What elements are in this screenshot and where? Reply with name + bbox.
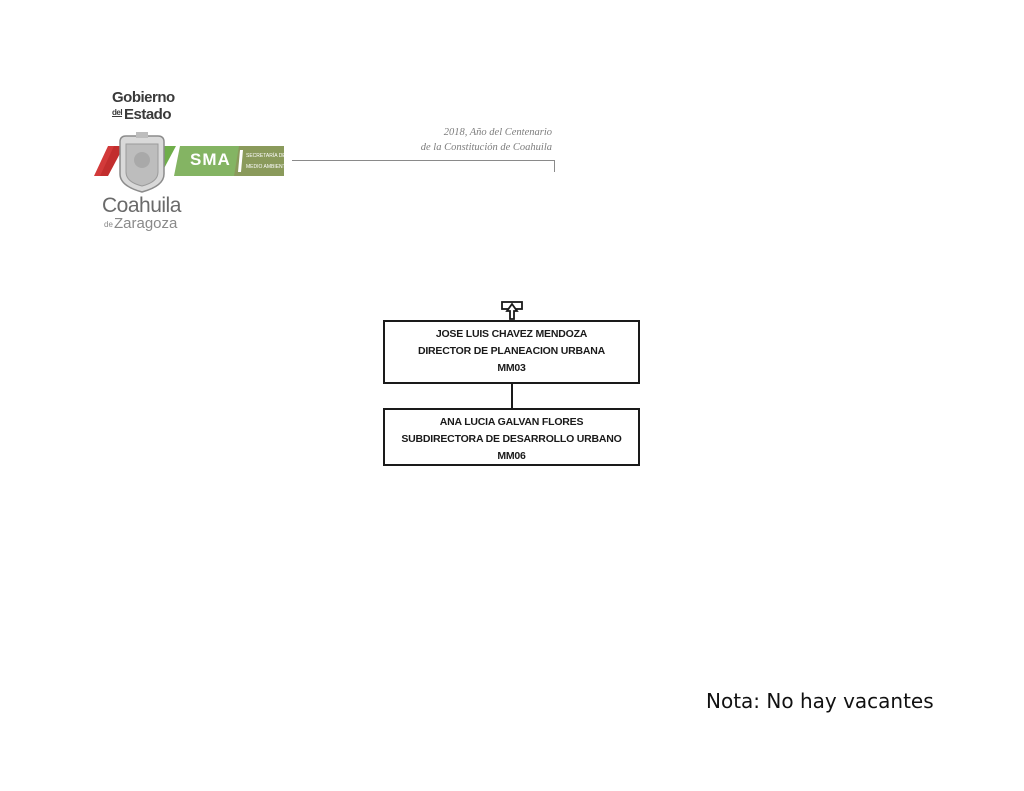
up-arrow-icon <box>501 301 523 320</box>
node-title: DIRECTOR DE PLANEACION URBANA <box>417 345 606 357</box>
logo-de-text: de <box>104 220 113 229</box>
node-name: ANA LUCIA GALVAN FLORES <box>439 416 584 428</box>
node-code: MM06 <box>497 450 526 462</box>
logo-del-text: del <box>112 108 123 117</box>
logo-coahuila-text: Coahuila <box>102 194 181 217</box>
node-title: SUBDIRECTORA DE DESARROLLO URBANO <box>401 433 622 445</box>
logo-sma-text: SMA <box>190 150 231 169</box>
coahuila-government-logo: Gobierno del Estado SMA SECRETARÍA DE ME… <box>94 86 294 236</box>
motto-line-2: de la Constitución de Coahuila <box>420 142 552 153</box>
centenary-motto: 2018, Año del Centenario de la Constituc… <box>390 125 552 155</box>
logo-stripes-graphic <box>94 132 284 193</box>
org-node-director: JOSE LUIS CHAVEZ MENDOZA DIRECTOR DE PLA… <box>383 320 640 384</box>
node-code: MM03 <box>497 362 526 374</box>
logo-zaragoza-text: Zaragoza <box>114 215 178 232</box>
motto-line-1: 2018, Año del Centenario <box>443 127 552 138</box>
header-divider-line <box>292 160 555 161</box>
org-node-subdirectora: ANA LUCIA GALVAN FLORES SUBDIRECTORA DE … <box>383 408 640 466</box>
node-name: JOSE LUIS CHAVEZ MENDOZA <box>435 328 588 340</box>
logo-gobierno-text: Gobierno <box>112 89 175 106</box>
logo-estado-text: Estado <box>124 106 172 123</box>
logo-secretaria-text-1: SECRETARÍA DE <box>246 153 286 159</box>
vacancy-note: Nota: No hay vacantes <box>706 689 934 713</box>
logo-secretaria-text-2: MEDIO AMBIENTE <box>246 164 290 170</box>
header-divider-tick <box>554 160 555 172</box>
org-connector-line <box>511 384 513 408</box>
